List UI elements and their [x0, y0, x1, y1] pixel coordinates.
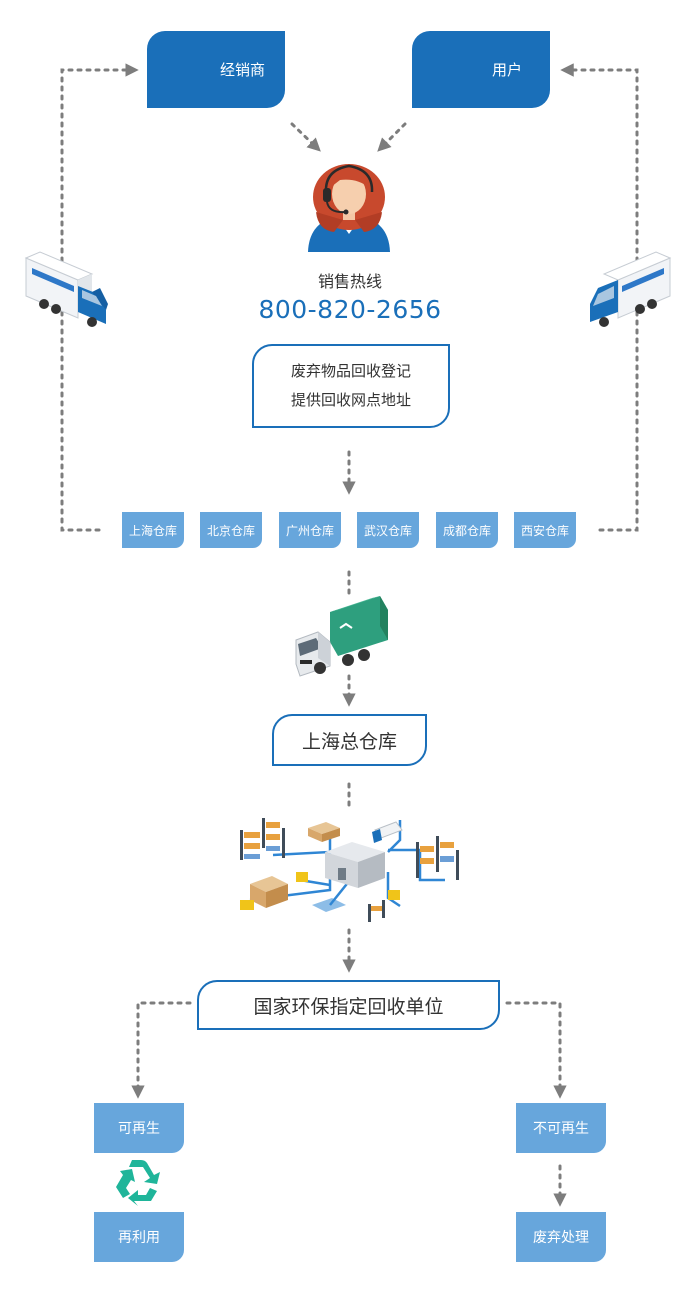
disposal-node: 废弃处理 [516, 1212, 606, 1262]
recycle-icon [116, 1160, 160, 1206]
hotline-number: 800-820-2656 [258, 295, 442, 324]
delivery-truck-icon [24, 251, 108, 327]
headquarters-box: 上海总仓库 [272, 714, 427, 766]
user-to-hotline-line [377, 122, 407, 152]
left-return-line [60, 63, 139, 532]
dealer-label: 经销商 [220, 61, 266, 79]
reuse-node: 再利用 [94, 1212, 184, 1262]
user-node: 用户 [412, 31, 550, 108]
warehouse-chengdu: 成都仓库 [436, 512, 498, 548]
registration-line: 废弃物品回收登记 [290, 362, 411, 380]
registration-line: 提供回收网点地址 [290, 391, 411, 409]
warehouse-wuhan: 武汉仓库 [357, 512, 419, 548]
non-recyclable-node: 不可再生 [516, 1103, 606, 1153]
operator-icon [308, 164, 390, 252]
national-to-recyclable-line [131, 1001, 192, 1099]
right-return-line [560, 63, 639, 532]
warehouse-beijing: 北京仓库 [200, 512, 262, 548]
dealer-to-hotline-line [290, 122, 321, 152]
recyclable-node: 可再生 [94, 1103, 184, 1153]
national-unit-box: 国家环保指定回收单位 [197, 980, 500, 1030]
dealer-node: 经销商 [147, 31, 285, 108]
registration-box: 废弃物品回收登记 提供回收网点地址 [252, 344, 450, 428]
delivery-truck-icon [590, 251, 672, 327]
warehouse-xian: 西安仓库 [514, 512, 576, 548]
warehouse-guangzhou: 广州仓库 [279, 512, 341, 548]
user-label: 用户 [492, 61, 523, 79]
national-to-nonrecyclable-line [505, 1001, 567, 1099]
warehouse-shanghai: 上海仓库 [122, 512, 184, 548]
warehouse-network-icon [240, 818, 459, 922]
hotline-title: 销售热线 [317, 272, 382, 291]
garbage-truck-icon [295, 596, 388, 677]
